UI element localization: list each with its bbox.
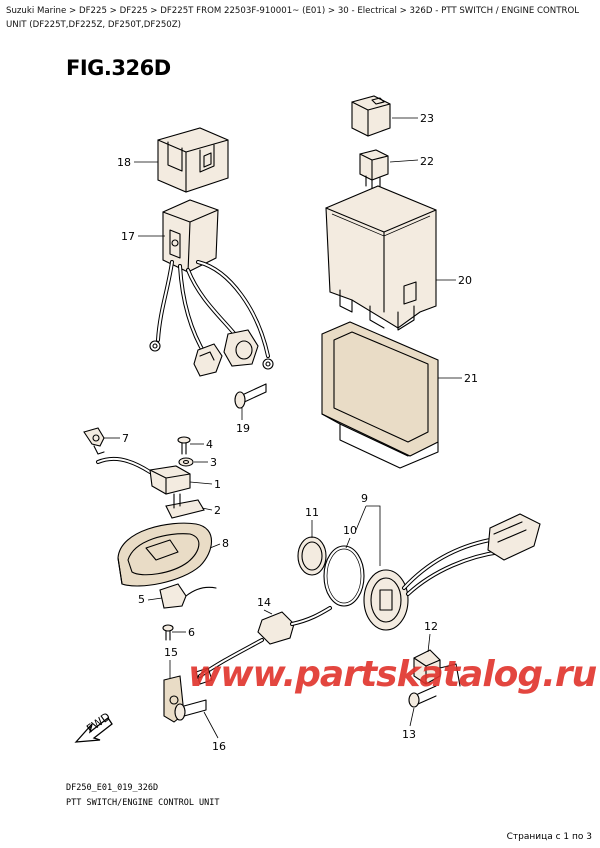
part-5-sensor[interactable] xyxy=(159,583,217,609)
callout-15: 15 xyxy=(164,646,178,659)
callout-6: 6 xyxy=(188,626,195,639)
callout-22: 22 xyxy=(420,155,434,168)
fwd-arrow-icon: FWD xyxy=(74,710,113,743)
part-21-ecu-cover[interactable] xyxy=(321,321,439,469)
part-19-bolt[interactable] xyxy=(234,383,267,409)
callout-1: 1 xyxy=(214,478,221,491)
leader-lines xyxy=(104,117,462,739)
part-11-ring[interactable] xyxy=(297,536,327,576)
part-23-relay[interactable] xyxy=(351,95,391,137)
callout-numbers: 18 17 19 23 22 20 21 7 4 3 1 2 8 5 6 11 … xyxy=(117,112,478,753)
callout-7: 7 xyxy=(122,432,129,445)
callout-9: 9 xyxy=(361,492,368,505)
part-17-harness-module[interactable] xyxy=(149,199,274,377)
callout-23: 23 xyxy=(420,112,434,125)
callout-5: 5 xyxy=(138,593,145,606)
part-7-clip[interactable] xyxy=(83,427,105,455)
part-1-ptt-switch[interactable] xyxy=(96,456,191,495)
callout-3: 3 xyxy=(210,456,217,469)
callout-16: 16 xyxy=(212,740,226,753)
part-16-bolt[interactable] xyxy=(174,699,207,721)
part-22-relay[interactable] xyxy=(359,149,389,191)
figure-caption: PTT SWITCH/ENGINE CONTROL UNIT xyxy=(66,798,220,808)
part-13-bolt[interactable] xyxy=(408,685,437,708)
part-18-relay-box[interactable] xyxy=(157,127,229,193)
part-12-clamp[interactable] xyxy=(413,649,461,687)
callout-10: 10 xyxy=(343,524,357,537)
callout-2: 2 xyxy=(214,504,221,517)
part-6-screw[interactable] xyxy=(162,624,174,641)
part-4-screw[interactable] xyxy=(177,436,191,455)
figure-code: DF250_E01_019_326D xyxy=(66,783,159,793)
figure-title: FIG.326D xyxy=(66,56,171,80)
callout-11: 11 xyxy=(305,506,319,519)
part-20-engine-control-unit[interactable] xyxy=(325,185,437,331)
callout-4: 4 xyxy=(206,438,213,451)
callout-8: 8 xyxy=(222,537,229,550)
part-14-connector[interactable] xyxy=(195,606,332,685)
callout-12: 12 xyxy=(424,620,438,633)
callout-18: 18 xyxy=(117,156,131,169)
part-2-bracket[interactable] xyxy=(165,493,205,519)
breadcrumb: Suzuki Marine > DF225 > DF225 > DF225T F… xyxy=(6,6,580,30)
callout-21: 21 xyxy=(464,372,478,385)
callout-14: 14 xyxy=(257,596,271,609)
part-10-o-ring[interactable] xyxy=(323,545,365,607)
callout-17: 17 xyxy=(121,230,135,243)
part-8-switch-cover[interactable] xyxy=(117,522,212,587)
page-info: Страница с 1 по 3 xyxy=(506,832,592,842)
callout-13: 13 xyxy=(402,728,416,741)
callout-19: 19 xyxy=(236,422,250,435)
watermark: www.partskatalog.ru xyxy=(188,654,597,695)
part-9-trim-switch[interactable] xyxy=(363,513,541,631)
callout-20: 20 xyxy=(458,274,472,287)
part-3-washer[interactable] xyxy=(178,457,194,467)
